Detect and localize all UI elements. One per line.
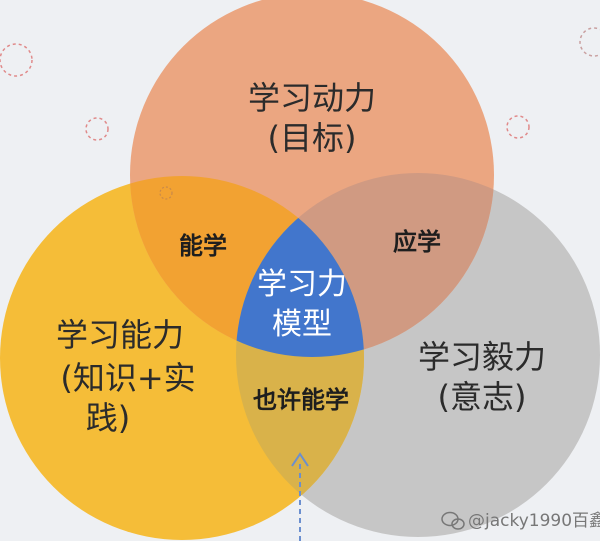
- overlap-center: [236, 176, 364, 357]
- motivation-title: 学习动力: [248, 79, 376, 117]
- center-subtitle: 模型: [272, 307, 332, 342]
- perseverance-subtitle: (意志): [438, 378, 527, 416]
- decor-ring-corner: [579, 27, 600, 57]
- decor-ring-small: [85, 117, 109, 141]
- arrow-head-icon: [291, 452, 309, 467]
- decor-ring-left: [0, 43, 33, 77]
- overlap-motivation-ability-label: 能学: [179, 232, 227, 260]
- decor-ring-inner: [159, 186, 173, 200]
- decor-ring-right: [506, 115, 530, 139]
- ability-subtitle-cont: 践): [86, 399, 131, 437]
- overlap-ability-perseverance-label: 也许能学: [253, 386, 349, 414]
- perseverance-title: 学习毅力: [418, 338, 546, 376]
- watermark-text: @jacky1990百鑫: [468, 511, 600, 531]
- center-title: 学习力: [257, 267, 347, 302]
- watermark: @jacky1990百鑫: [441, 511, 600, 531]
- wechat-icon: [441, 511, 465, 530]
- ability-subtitle: (知识+实: [60, 359, 195, 397]
- motivation-subtitle: (目标): [268, 119, 357, 157]
- ability-title: 学习能力: [56, 316, 184, 354]
- overlap-motivation-perseverance-label: 应学: [393, 228, 441, 256]
